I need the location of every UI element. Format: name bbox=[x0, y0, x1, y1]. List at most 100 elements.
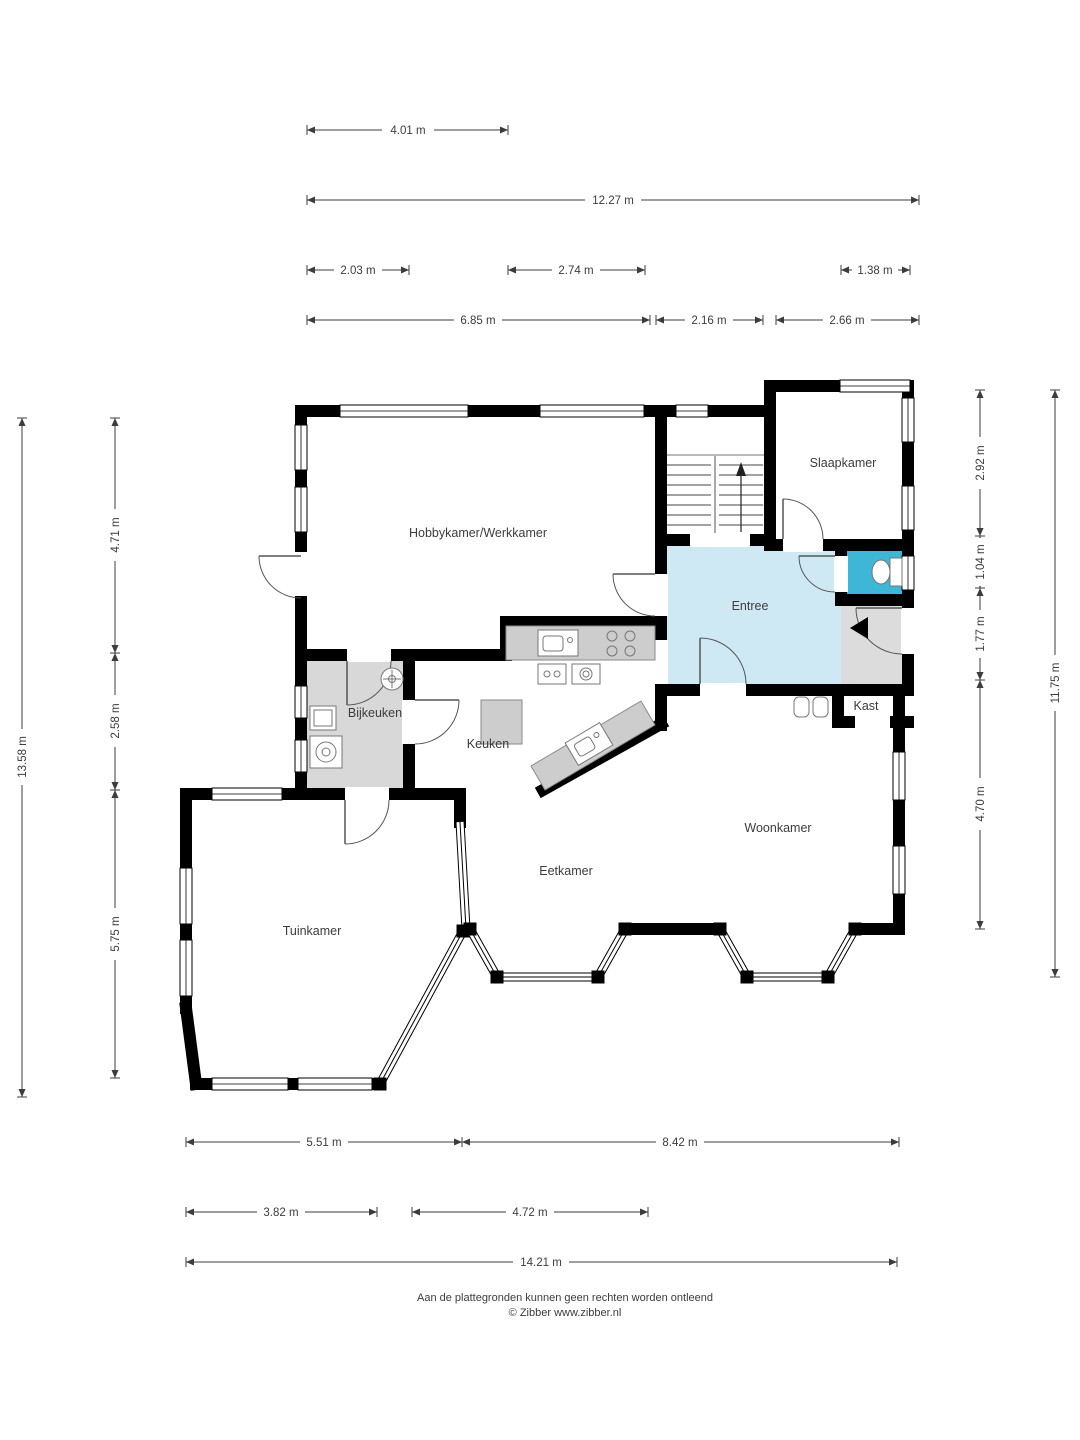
window bbox=[294, 685, 308, 719]
svg-text:3.82 m: 3.82 m bbox=[263, 1207, 298, 1219]
svg-text:11.75 m: 11.75 m bbox=[1050, 663, 1062, 704]
ventilation-icon bbox=[380, 667, 404, 691]
window bbox=[892, 751, 906, 801]
window bbox=[211, 787, 283, 801]
svg-text:14.21 m: 14.21 m bbox=[520, 1257, 562, 1269]
dimension-lines-top: 4.01 m 12.27 m 2.03 m 2.74 m 1.38 m bbox=[306, 122, 920, 327]
window bbox=[339, 404, 469, 418]
dimension: 5.75 m bbox=[107, 790, 122, 1079]
svg-text:2.74 m: 2.74 m bbox=[558, 265, 593, 277]
door-arc bbox=[855, 607, 903, 655]
dimension-lines-right: 2.92 m 1.04 m 1.77 m 4.70 m 11.75 m bbox=[972, 389, 1062, 978]
svg-text:2.03 m: 2.03 m bbox=[340, 265, 375, 277]
svg-text:4.72 m: 4.72 m bbox=[512, 1207, 547, 1219]
window bbox=[297, 1077, 373, 1091]
door-arc bbox=[612, 573, 656, 617]
room-label-bijkeuken: Bijkeuken bbox=[348, 706, 402, 720]
door-arc bbox=[782, 498, 824, 540]
svg-text:2.16 m: 2.16 m bbox=[691, 315, 726, 327]
windows bbox=[179, 379, 915, 1091]
glass-segment bbox=[824, 926, 859, 980]
door-arc bbox=[414, 699, 460, 745]
svg-text:8.42 m: 8.42 m bbox=[662, 1137, 697, 1149]
footer-copyright: © Zibber www.zibber.nl bbox=[509, 1307, 622, 1319]
dimension: 6.85 m bbox=[306, 312, 651, 327]
room-label-hobbykamer: Hobbykamer/Werkkamer bbox=[409, 526, 547, 540]
dimension: 5.51 m bbox=[185, 1134, 463, 1149]
svg-text:1.77 m: 1.77 m bbox=[975, 616, 987, 651]
plates-icon bbox=[571, 663, 601, 685]
svg-text:5.51 m: 5.51 m bbox=[306, 1137, 341, 1149]
window bbox=[901, 555, 915, 591]
svg-text:4.01 m: 4.01 m bbox=[390, 125, 425, 137]
kitchen-fixtures bbox=[480, 625, 656, 791]
room-fills bbox=[301, 545, 908, 794]
utility-fixtures bbox=[309, 557, 903, 769]
window bbox=[839, 379, 911, 393]
svg-text:4.71 m: 4.71 m bbox=[110, 517, 122, 552]
glassware-icon bbox=[537, 663, 567, 685]
svg-text:2.58 m: 2.58 m bbox=[110, 703, 122, 738]
stove-icon bbox=[606, 630, 636, 657]
glass-segment bbox=[376, 928, 467, 1087]
sink-icon bbox=[537, 629, 579, 657]
window bbox=[179, 939, 193, 997]
entrance-door-marker-icon bbox=[850, 617, 868, 639]
window bbox=[294, 424, 308, 471]
glass-segment bbox=[594, 926, 629, 980]
window bbox=[675, 404, 709, 418]
bay-window-left bbox=[466, 926, 629, 982]
window bbox=[179, 867, 193, 925]
kitchen-island bbox=[480, 699, 523, 745]
dimension: 4.01 m bbox=[306, 122, 509, 137]
room-label-slaapkamer: Slaapkamer bbox=[810, 456, 877, 470]
dimension: 2.66 m bbox=[775, 312, 920, 327]
glass-segment bbox=[716, 926, 751, 980]
window bbox=[901, 485, 915, 531]
room-label-eetkamer: Eetkamer bbox=[539, 864, 593, 878]
room-labels: Hobbykamer/Werkkamer Slaapkamer Entree B… bbox=[283, 456, 879, 938]
hall-fixture-icon bbox=[793, 696, 829, 718]
bay-posts bbox=[373, 922, 862, 1091]
room-label-kast: Kast bbox=[853, 699, 879, 713]
doors bbox=[258, 498, 903, 845]
dimension: 8.42 m bbox=[462, 1134, 900, 1149]
glass-segment bbox=[455, 821, 471, 930]
dimension: 11.75 m bbox=[1047, 389, 1062, 978]
bay-window-right bbox=[716, 926, 859, 982]
dimension: 2.74 m bbox=[507, 262, 646, 277]
svg-text:1.04 m: 1.04 m bbox=[975, 544, 987, 579]
window bbox=[892, 845, 906, 895]
window bbox=[294, 486, 308, 533]
window bbox=[211, 1077, 289, 1091]
dimension-lines-bottom: 5.51 m 8.42 m 3.82 m 4.72 m 14.21 m bbox=[185, 1134, 900, 1269]
window bbox=[539, 404, 645, 418]
svg-text:6.85 m: 6.85 m bbox=[460, 315, 495, 327]
dimension: 2.92 m bbox=[972, 389, 987, 537]
door-arc bbox=[699, 637, 747, 685]
window bbox=[294, 739, 308, 773]
entree-floor bbox=[661, 545, 841, 690]
room-label-tuinkamer: Tuinkamer bbox=[283, 924, 342, 938]
dimension: 2.58 m bbox=[107, 653, 122, 791]
svg-text:13.58 m: 13.58 m bbox=[17, 736, 29, 778]
dimension: 14.21 m bbox=[185, 1254, 898, 1269]
window bbox=[901, 397, 915, 443]
laundry-sink-icon bbox=[309, 705, 337, 731]
dimension: 2.03 m bbox=[306, 262, 410, 277]
stairs-arrowhead bbox=[736, 462, 746, 476]
svg-text:2.66 m: 2.66 m bbox=[829, 315, 864, 327]
svg-text:12.27 m: 12.27 m bbox=[592, 195, 634, 207]
dimension: 1.04 m bbox=[972, 536, 987, 589]
svg-text:5.75 m: 5.75 m bbox=[110, 916, 122, 951]
dimension: 12.27 m bbox=[306, 192, 920, 207]
dimension: 1.38 m bbox=[840, 262, 911, 277]
svg-text:1.38 m: 1.38 m bbox=[857, 265, 892, 277]
svg-text:4.70 m: 4.70 m bbox=[975, 786, 987, 821]
dimension: 13.58 m bbox=[14, 417, 29, 1098]
glass-walls bbox=[373, 821, 862, 1091]
dimension: 1.77 m bbox=[972, 588, 987, 681]
diagonal-sink-icon bbox=[564, 721, 614, 767]
